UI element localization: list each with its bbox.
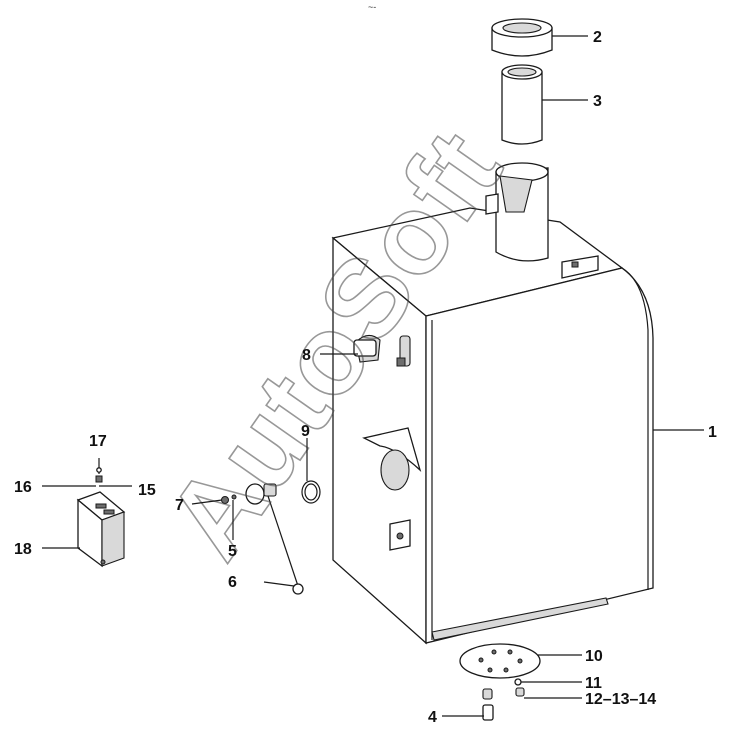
callout-2: 2 <box>593 29 602 46</box>
callout-9: 9 <box>301 423 310 440</box>
callout-17: 17 <box>89 433 107 450</box>
callout-7: 7 <box>175 497 184 514</box>
callout-15: 15 <box>138 482 156 499</box>
fuel-sender <box>221 483 304 595</box>
callout-16: 16 <box>14 479 32 496</box>
callout-1: 1 <box>708 424 717 441</box>
callout-18: 18 <box>14 541 32 558</box>
elbow-fitting <box>353 334 381 363</box>
cover-plate <box>459 643 541 679</box>
callout-12-14: 12–13–14 <box>585 691 656 708</box>
callout-5: 5 <box>228 543 237 560</box>
filler-ring <box>491 18 553 57</box>
callout-6: 6 <box>228 574 237 591</box>
callout-8: 8 <box>302 347 311 364</box>
o-ring <box>301 480 321 504</box>
screw-set <box>515 687 525 697</box>
relay-box <box>76 458 126 568</box>
filler-tube <box>501 64 543 145</box>
callout-10: 10 <box>585 648 603 665</box>
top-mark: ~- <box>368 2 376 12</box>
small-washer <box>514 678 522 686</box>
drain-fitting <box>482 688 494 721</box>
callout-11: 11 <box>585 675 602 692</box>
fuel-tank <box>331 162 654 645</box>
leader-lines <box>42 35 704 717</box>
callout-3: 3 <box>593 93 602 110</box>
callout-4: 4 <box>428 709 437 726</box>
callouts: 1 2 3 4 5 6 7 8 9 10 11 12–13–14 15 16 1… <box>14 29 717 726</box>
